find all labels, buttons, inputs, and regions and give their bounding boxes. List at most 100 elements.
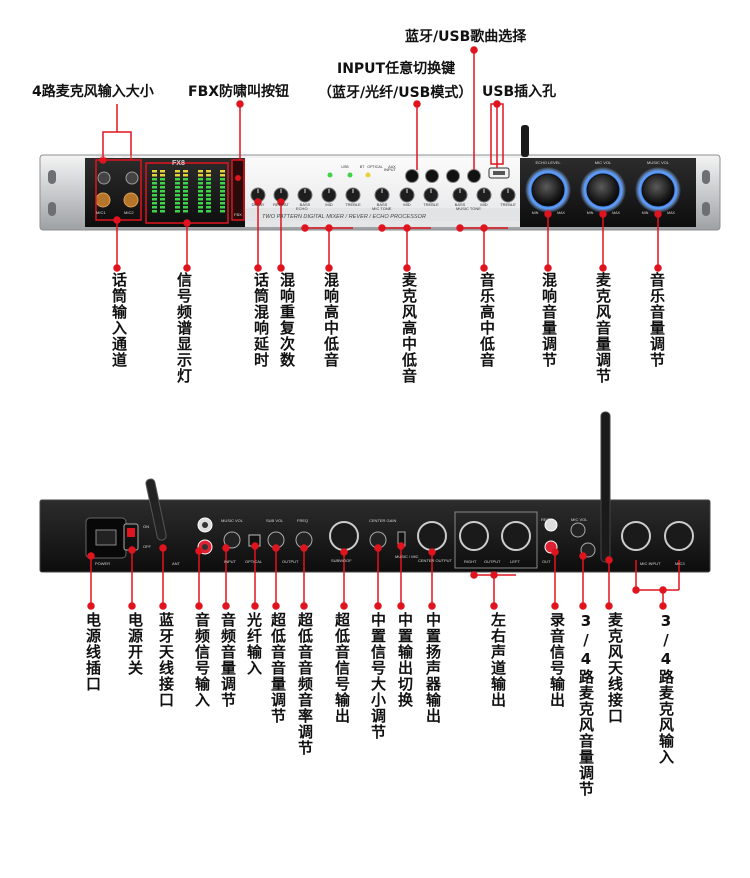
leader-dot [272, 544, 280, 552]
led-segment [183, 170, 188, 173]
rear-text-layer: POWER ON OFF ANT MUSIC VOL INPUT OPTICAL… [95, 517, 685, 566]
big-knob [586, 173, 620, 207]
label-mic-volume: 麦克风音量调节 [594, 272, 612, 384]
rear-antenna-left [145, 478, 167, 541]
selector-button [405, 169, 419, 183]
leader-dot [599, 210, 607, 218]
mic-tone-group-text: MIC TONE [372, 206, 392, 211]
led-segment [160, 206, 165, 209]
leader-dot [374, 544, 382, 552]
label-rec-output: 录音信号输出 [548, 612, 566, 708]
leader-dot [599, 264, 607, 272]
leader-dot [87, 602, 95, 610]
led-segment [175, 178, 180, 181]
knob-label: TREBLE [423, 202, 439, 207]
led-segment [175, 202, 180, 205]
small-knob [297, 187, 313, 203]
mode-led [327, 172, 333, 178]
led-segment [160, 202, 165, 205]
big-knob [531, 173, 565, 207]
mic3-xlr [621, 521, 651, 551]
led-segment [206, 198, 211, 201]
right-output-xlr [459, 521, 489, 551]
led-segment [206, 178, 211, 181]
label-input-switch-2: （蓝牙/光纤/USB模式） [318, 85, 473, 101]
leader-dot [480, 224, 488, 232]
led-segment [183, 202, 188, 205]
label-optical-input: 光纤输入 [245, 612, 263, 676]
leader-dot [195, 602, 203, 610]
label-center-speaker: 中置扬声器输出 [424, 612, 442, 724]
mode-indicator-text: USB [341, 165, 349, 169]
led-segment [183, 174, 188, 177]
rack-hole [702, 202, 710, 216]
led-segment [206, 206, 211, 209]
selector-button [467, 169, 481, 183]
rack-hole [702, 170, 710, 184]
rear-antenna-right [600, 411, 611, 563]
led-segment [220, 190, 225, 193]
leader-dot [428, 548, 436, 556]
subwoof-xlr [329, 521, 359, 551]
led-segment [198, 202, 203, 205]
led-segment [220, 202, 225, 205]
on-text: ON [143, 524, 149, 529]
leader-dot [236, 100, 244, 108]
led-segment [175, 186, 180, 189]
led-segment [220, 194, 225, 197]
led-segment [220, 174, 225, 177]
mic4-xlr [664, 521, 694, 551]
leader-dot [456, 224, 464, 232]
led-segment [220, 198, 225, 201]
leader-dot [654, 210, 662, 218]
led-segment [160, 174, 165, 177]
led-segment [198, 198, 203, 201]
led-segment [206, 182, 211, 185]
label-center-level: 中置信号大小调节 [369, 612, 387, 740]
leader-dot [340, 602, 348, 610]
led-segment [152, 186, 157, 189]
led-segment [175, 198, 180, 201]
label-echo-tone: 混响高中低音 [322, 272, 340, 368]
led-segment [160, 190, 165, 193]
knob-min-label: MIN [587, 211, 594, 215]
music-mic-text: MUSIC / MIC [395, 554, 419, 559]
leader-dot [403, 224, 411, 232]
power-switch-rocker [127, 528, 135, 537]
big-knob-label: MIC VOL [595, 160, 612, 165]
knob-max-label: MAX [612, 211, 620, 215]
knob-label: MID [403, 202, 410, 207]
leader-dot [87, 552, 95, 560]
led-segment [160, 198, 165, 201]
rear-leader-lines [87, 542, 680, 610]
led-segment [220, 186, 225, 189]
led-segment [152, 194, 157, 197]
small-knob [500, 187, 516, 203]
fbx-text: FBX [234, 212, 242, 217]
led-segment [152, 182, 157, 185]
led-segment [152, 174, 157, 177]
small-knob-row [250, 172, 516, 203]
label-input-switch-1: INPUT任意切换键 [337, 61, 456, 77]
leader-dot [195, 547, 203, 555]
off-text: OFF [143, 544, 152, 549]
left-output-xlr [501, 521, 531, 551]
label-mic-antenna: 麦克风天线接口 [606, 612, 624, 724]
led-segment [183, 182, 188, 185]
mic-vol-text-rear: MIC VOL [571, 517, 588, 522]
leader-dot [277, 198, 285, 206]
front-text-strip [245, 208, 520, 221]
leader-dot [605, 602, 613, 610]
label-music-tone: 音乐高中低音 [478, 272, 496, 368]
leader-dot [222, 602, 230, 610]
knob-label: BASS [377, 202, 388, 207]
led-segment [206, 210, 211, 213]
knob-min-label: MIN [532, 211, 539, 215]
leader-dot [480, 264, 488, 272]
led-segment [198, 194, 203, 197]
led-segment [175, 210, 180, 213]
leader-dot [378, 224, 386, 232]
leader-dot [470, 571, 478, 579]
freq-text: FREQ [297, 518, 308, 523]
